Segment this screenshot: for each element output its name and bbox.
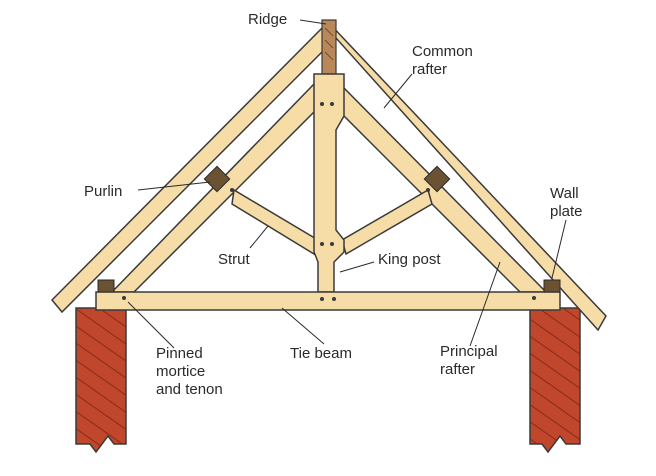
label-pinned-line3: and tenon xyxy=(156,381,223,398)
label-tie-beam: Tie beam xyxy=(290,345,352,362)
strut-right xyxy=(341,188,433,256)
ridge-board xyxy=(321,19,337,75)
label-pinned-line1: Pinned xyxy=(156,345,203,362)
purlin-right xyxy=(423,165,451,193)
label-common-rafter-line1: Common xyxy=(412,43,473,60)
purlin-left xyxy=(203,165,231,193)
label-strut: Strut xyxy=(218,251,251,268)
rafter-pins xyxy=(230,188,430,192)
label-common-rafter-line2: rafter xyxy=(412,61,447,78)
common-rafter-right xyxy=(327,21,607,332)
label-wall-plate-line1: Wall xyxy=(550,185,579,202)
right-brick-wall xyxy=(529,307,581,454)
strut-left xyxy=(231,188,319,256)
tie-beam xyxy=(95,291,561,311)
king-post xyxy=(313,73,345,293)
wall-plate-right xyxy=(543,279,561,293)
label-principal-rafter-line2: rafter xyxy=(440,361,475,378)
common-rafter-left xyxy=(50,20,337,314)
label-wall-plate-line2: plate xyxy=(550,203,583,220)
wall-plate-left xyxy=(97,279,115,293)
label-purlin: Purlin xyxy=(84,183,122,200)
leader-lines xyxy=(127,19,567,349)
label-king-post: King post xyxy=(378,251,441,268)
left-brick-wall xyxy=(75,307,127,454)
label-ridge: Ridge xyxy=(248,11,287,28)
label-principal-rafter-line1: Principal xyxy=(440,343,498,360)
label-pinned-line2: mortice xyxy=(156,363,205,380)
